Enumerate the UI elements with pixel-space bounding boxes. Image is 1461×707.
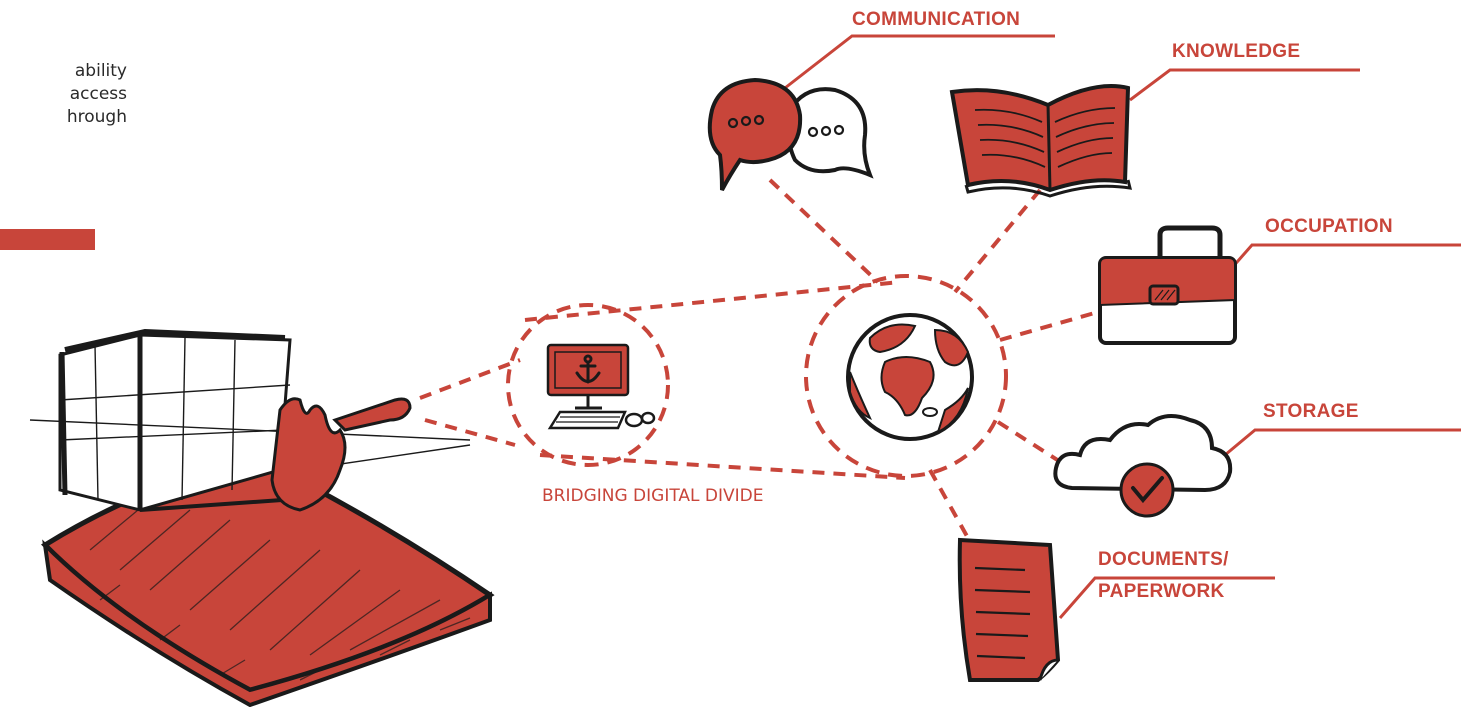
leader-storage xyxy=(1224,428,1461,457)
intro-line-1: ability xyxy=(74,61,127,81)
globe-icon xyxy=(846,313,974,441)
connector-pc-to-globe-bottom xyxy=(539,453,906,480)
label-knowledge: KNOWLEDGE xyxy=(1172,41,1301,62)
hand-platform-sketch xyxy=(29,328,495,707)
intro-line-3: hrough xyxy=(66,107,127,127)
connector-knowledge xyxy=(953,188,1042,294)
label-storage: STORAGE xyxy=(1263,401,1359,422)
connector-communication xyxy=(768,178,880,284)
label-bridging-digital-divide: BRIDGING DIGITAL DIVIDE xyxy=(542,486,764,506)
label-documents-line1: DOCUMENTS/ xyxy=(1098,549,1229,570)
accent-bar xyxy=(0,229,95,250)
connector-documents xyxy=(928,469,970,539)
leader-documents xyxy=(1058,576,1275,619)
leader-communication xyxy=(784,34,1055,90)
label-occupation: OCCUPATION xyxy=(1265,216,1393,237)
intro-line-2: access xyxy=(69,84,127,104)
leader-knowledge xyxy=(1129,68,1360,102)
speech-bubbles-icon xyxy=(707,77,874,191)
computer-icon xyxy=(546,343,656,430)
book-icon xyxy=(949,84,1133,198)
connector-occupation xyxy=(999,310,1099,342)
label-communication: COMMUNICATION xyxy=(852,9,1021,30)
document-icon xyxy=(957,537,1061,682)
connectors xyxy=(419,178,1099,539)
label-leaders xyxy=(784,34,1461,619)
intro-text: ability access hrough xyxy=(0,60,127,129)
cloud-icon xyxy=(1053,414,1233,518)
connector-base-to-pc-lower xyxy=(424,418,516,447)
globe-dashed-circle xyxy=(804,274,1008,478)
connector-pc-to-globe-top xyxy=(524,280,901,322)
briefcase-icon xyxy=(1098,225,1237,345)
computer-dashed-circle xyxy=(506,303,670,467)
connector-base-to-pc xyxy=(419,358,521,400)
leader-occupation xyxy=(1228,243,1461,271)
label-documents-line2: PAPERWORK xyxy=(1098,581,1225,602)
